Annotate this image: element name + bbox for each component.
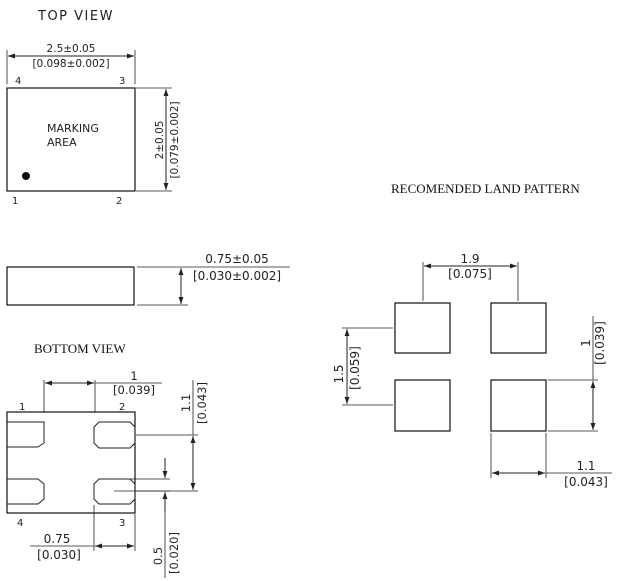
land-vspace-dim-inch: [0.059]: [348, 346, 362, 390]
top-width-dim-text: 2.5±0.05: [47, 43, 96, 55]
bottom-pin1-label: 1: [19, 402, 25, 413]
top-view-heading: TOP VIEW: [37, 9, 114, 24]
side-view: 0.75±0.05 [0.030±0.002]: [6, 252, 290, 306]
bottom-gap-dim-inch: [0.020]: [167, 532, 181, 574]
bottom-pad-3: [93, 478, 136, 505]
bottom-view: BOTTOM VIEW 1 [0.039] 1 2 4 3 1.1 [0.043…: [6, 341, 209, 578]
land-hspace-dim-inch: [0.075]: [448, 267, 492, 281]
top-view: TOP VIEW 2.5±0.05 [0.098±0.002] 4 3 1 2 …: [6, 9, 181, 207]
bottom-padw-dim-text: 0.75: [44, 532, 71, 546]
land-padw-dim-inch: [0.043]: [564, 475, 608, 489]
bottom-padw-dim-inch: [0.030]: [37, 548, 81, 562]
side-thickness-dim-inch: [0.030±0.002]: [193, 269, 281, 283]
land-pad-top-right: [490, 302, 547, 354]
bottom-pad-2: [93, 421, 136, 449]
land-pad-top-left: [394, 302, 451, 354]
bottom-pin3-label: 3: [119, 518, 125, 529]
bottom-package-body: [6, 411, 136, 514]
top-height-dim-text: 2±0.05: [154, 121, 166, 160]
land-vspace-dim-text: 1.5: [332, 364, 346, 383]
top-pin3-label: 3: [119, 76, 125, 87]
land-pattern: RECOMENDED LAND PATTERN 1.9 [0.075] 1.5 …: [332, 181, 612, 489]
bottom-pitch-dim-text: 1: [130, 369, 137, 383]
top-pin4-label: 4: [15, 76, 21, 87]
side-thickness-dim-text: 0.75±0.05: [205, 252, 269, 266]
top-height-dim-inch: [0.079±0.002]: [169, 101, 181, 178]
land-pad-bottom-left: [394, 379, 451, 432]
top-pin2-label: 2: [116, 196, 122, 207]
bottom-view-heading: BOTTOM VIEW: [34, 341, 126, 356]
top-pin1-label: 1: [12, 196, 18, 207]
bottom-gap-dim-text: 0.5: [151, 547, 165, 565]
bottom-pad-4: [7, 478, 45, 505]
land-pattern-heading: RECOMENDED LAND PATTERN: [391, 181, 580, 196]
marking-area-line2: AREA: [47, 136, 77, 149]
side-package-body: [6, 266, 135, 306]
bottom-pin4-label: 4: [17, 518, 23, 529]
top-width-dim-inch: [0.098±0.002]: [32, 58, 109, 70]
bottom-padh-dim-text: 1.1: [179, 394, 193, 412]
marking-area-line1: MARKING: [47, 122, 99, 135]
land-padw-dim-text: 1.1: [576, 459, 595, 473]
land-pad-bottom-right: [490, 379, 547, 432]
pin1-indicator-dot: [22, 172, 30, 180]
bottom-padh-dim-inch: [0.043]: [195, 382, 209, 424]
land-padh-dim-text: 1: [579, 339, 593, 347]
bottom-pin2-label: 2: [119, 402, 125, 413]
land-padh-dim-inch: [0.039]: [593, 321, 607, 365]
bottom-pad-1: [7, 421, 45, 448]
land-hspace-dim-text: 1.9: [460, 252, 479, 266]
bottom-pitch-dim-inch: [0.039]: [113, 383, 155, 397]
